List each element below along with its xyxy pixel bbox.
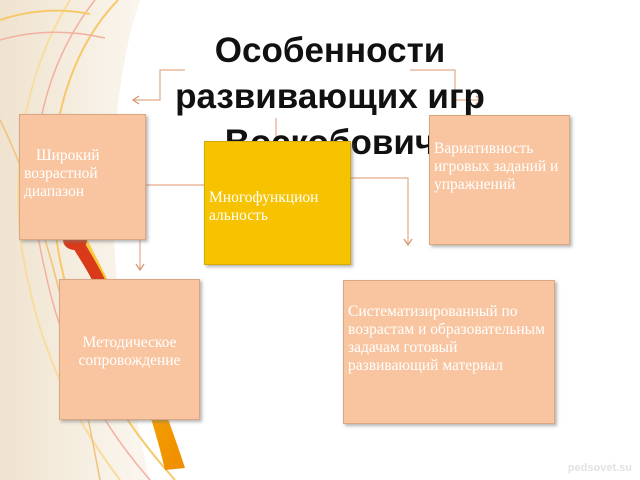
arrow-head-method (135, 263, 145, 272)
box-multifunctionality: Многофункцион альность (204, 141, 351, 265)
box-methodical-support-text: Методическое сопровождение (78, 334, 181, 369)
swirl-arc-1 (51, 0, 176, 480)
swirl-arc-6 (0, 31, 106, 41)
watermark: pedsovet.su (567, 462, 632, 474)
box-variability-text: Вариативность игровых заданий и упражнен… (434, 140, 559, 193)
box-wide-age-range-text: Широкий возрастной диапазон (24, 147, 100, 200)
arrow-head-system (403, 238, 413, 247)
swirl-arc-5 (0, 9, 91, 21)
arrow-head-right (475, 95, 484, 105)
connector-left-method (139, 184, 204, 270)
box-wide-age-range: Широкий возрастной диапазон (19, 114, 146, 240)
connector-title-left (133, 69, 185, 101)
swirl-arc-3 (17, 0, 121, 480)
swirl-arc-2 (33, 0, 151, 480)
connector-right-system (351, 177, 409, 245)
arrow-head-left (131, 95, 140, 105)
box-variability: Вариативность игровых заданий и упражнен… (429, 115, 570, 245)
box-systematized-material-text: Систематизированный по возрастам и образ… (348, 303, 545, 374)
box-systematized-material: Систематизированный по возрастам и образ… (343, 280, 555, 424)
connector-title-right (410, 69, 482, 101)
box-methodical-support: Методическое сопровождение (59, 279, 200, 420)
box-multifunctionality-text: Многофункцион альность (209, 189, 319, 224)
